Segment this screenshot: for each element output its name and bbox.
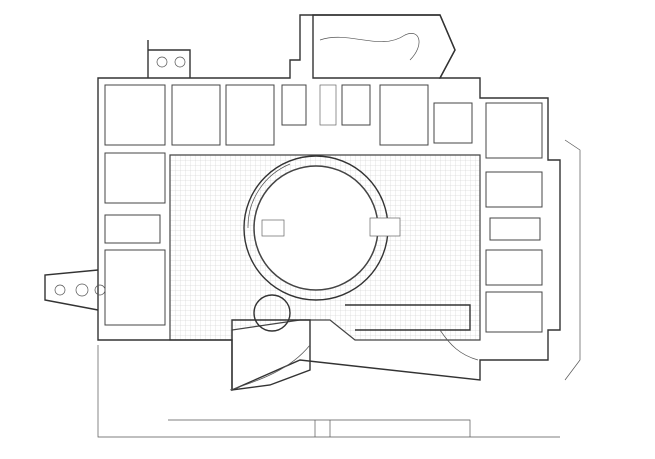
site-boundary <box>97 345 560 438</box>
northwest-annex <box>147 40 191 78</box>
north-curve-wall <box>319 33 420 61</box>
north-wing <box>312 14 456 79</box>
ramp <box>247 163 291 229</box>
spiral-stair <box>229 344 311 391</box>
ramp-corridor <box>345 304 471 331</box>
east-site-line <box>564 139 581 381</box>
rotunda-bench <box>261 219 285 237</box>
building-outline <box>97 14 561 392</box>
west-entrance <box>44 269 99 311</box>
gallery-rooms <box>104 84 543 333</box>
rotunda-bench <box>369 217 401 237</box>
round-stair <box>253 294 291 332</box>
corner-stair <box>439 329 479 361</box>
lower-lobby <box>231 319 311 391</box>
